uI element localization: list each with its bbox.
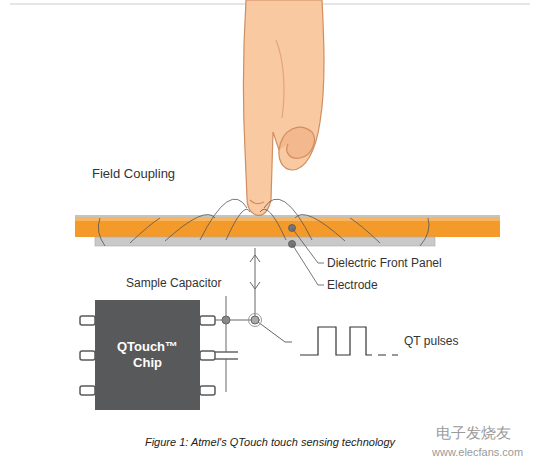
signal-label: QT pulses <box>404 334 458 348</box>
circuit-wires <box>214 296 292 392</box>
panel-label: Dielectric Front Panel <box>327 256 442 270</box>
field-lines <box>98 199 429 246</box>
panel-edge <box>75 216 500 217</box>
finger-hand <box>244 0 324 215</box>
electrode-plate <box>95 237 435 246</box>
watermark: 电子发烧友 <box>436 424 511 442</box>
dielectric-panel <box>75 217 500 237</box>
chip-label: QTouch™ Chip <box>95 333 200 378</box>
panel-highlight <box>75 217 500 221</box>
junction-dot <box>251 316 259 324</box>
junction-ring <box>249 314 262 327</box>
leader-lines <box>289 225 325 286</box>
figure-caption: Figure 1: Atmel's QTouch touch sensing t… <box>145 436 395 449</box>
capacitor-label: Sample Capacitor <box>126 276 221 290</box>
field-label: Field Coupling <box>92 166 175 182</box>
chip-body: QTouch™ Chip <box>95 300 200 410</box>
watermark: www.elecfans.com <box>432 446 523 459</box>
pulse-waveform <box>300 327 398 355</box>
junction-dot <box>222 316 230 324</box>
electrode-wire <box>250 248 260 316</box>
electrode-label: Electrode <box>327 278 378 292</box>
